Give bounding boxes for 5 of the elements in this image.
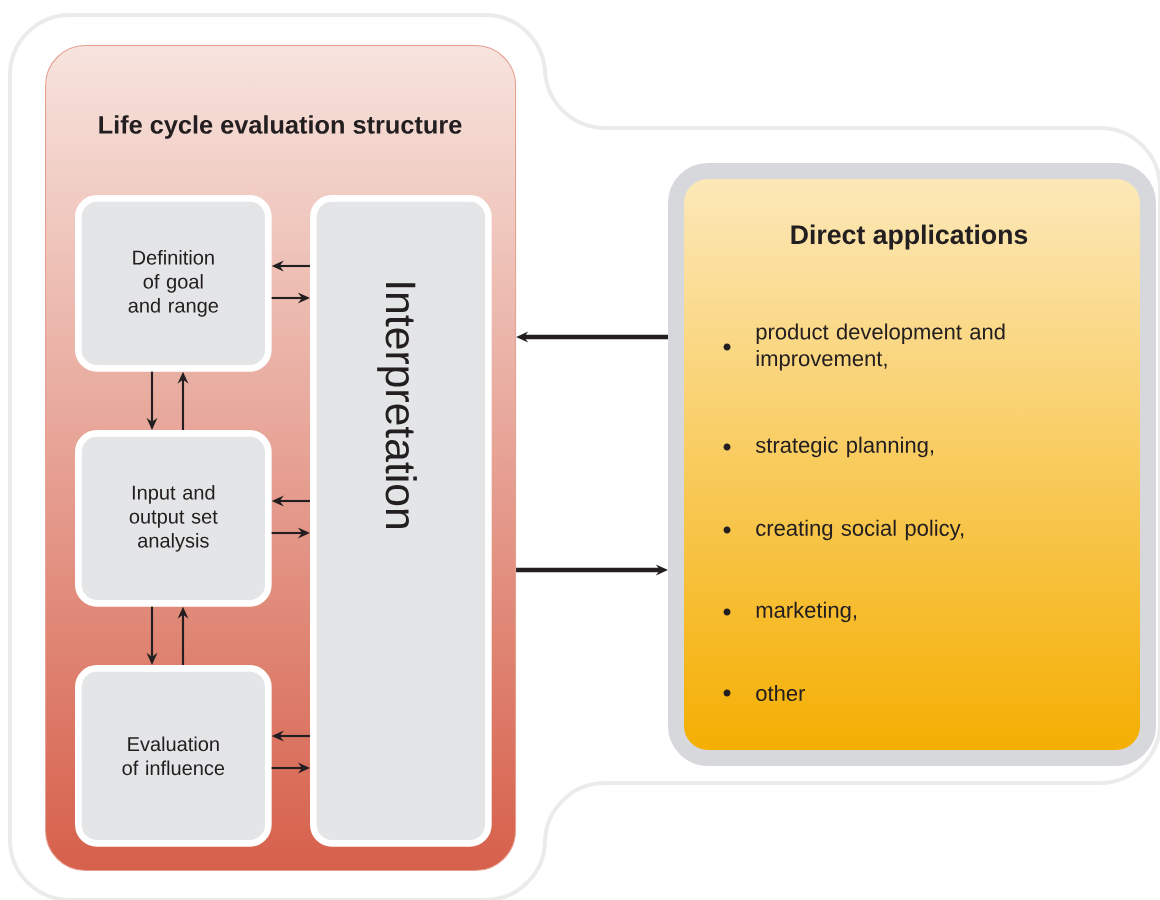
panel-title: Life cycle evaluation structure [99,115,462,139]
process-box: Definition of goal and range [75,195,272,372]
process-box: Evaluation of influence [75,665,272,847]
rotated-label: Interpretation [377,283,417,528]
process-box: Input and output set analysis [75,430,272,607]
